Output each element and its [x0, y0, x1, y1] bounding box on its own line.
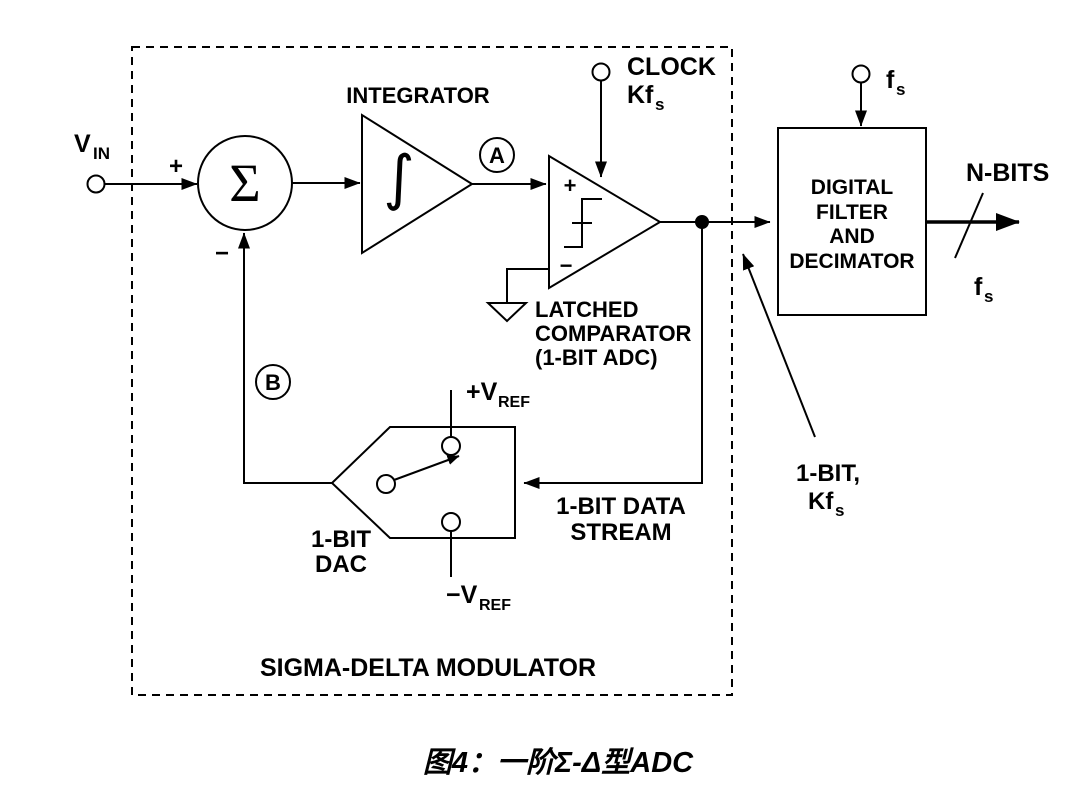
- node-b-badge: B: [255, 364, 291, 400]
- vin-terminal-icon: [86, 174, 106, 194]
- ground-icon: [485, 302, 529, 323]
- dac-shape: [330, 426, 516, 539]
- datastream-label-line2: STREAM: [570, 519, 671, 546]
- nbits-output: N-BITS f s: [926, 159, 1049, 306]
- bus-slash-icon: [954, 192, 984, 259]
- vref-neg-label: −V: [446, 581, 478, 609]
- dac-switch-bottom-contact: [441, 512, 461, 532]
- hysteresis-icon: [564, 198, 602, 248]
- dac-label-line1: 1-BIT: [311, 526, 371, 553]
- dac-block: +V REF −V REF 1-BIT DAC: [311, 378, 530, 614]
- modulator-boundary-box: [131, 46, 733, 696]
- summer-minus-sign: −: [215, 240, 229, 267]
- ground-line: [506, 268, 549, 302]
- annotation-pointer-arrow: [742, 253, 816, 438]
- node-a-letter: A: [489, 143, 505, 168]
- vin-label-subscript: IN: [93, 144, 110, 163]
- comparator-label-line2: COMPARATOR: [535, 321, 692, 346]
- node-a-badge: A: [479, 137, 515, 173]
- output-rate-label: f: [974, 273, 983, 301]
- clock-label: CLOCK: [627, 53, 716, 81]
- comparator-label-line3: (1-BIT ADC): [535, 345, 658, 370]
- fs-clock-label: f: [886, 66, 895, 94]
- vref-pos-label: +V: [466, 378, 498, 406]
- filter-box: [777, 127, 927, 316]
- digital-filter-block: f s DIGITAL FILTER AND DECIMATOR: [777, 64, 927, 316]
- annotation-line2-subscript: s: [835, 501, 844, 520]
- annotation-line2: Kf: [808, 488, 834, 515]
- clock-freq-subscript: s: [655, 95, 664, 114]
- dac-switch-top-contact: [441, 436, 461, 456]
- integrator-triangle: [361, 113, 474, 255]
- summing-junction: Σ −: [197, 135, 293, 267]
- bitrate-annotation: 1-BIT, Kf s: [742, 253, 860, 520]
- integral-icon: ∫: [383, 143, 414, 213]
- vref-neg-subscript: REF: [479, 597, 511, 614]
- datastream-caption: 1-BIT DATA STREAM: [556, 493, 686, 546]
- vin-input: V IN +: [74, 130, 198, 194]
- clock-terminal-icon: [591, 62, 611, 82]
- node-a-circle: [479, 137, 515, 173]
- datastream-label-line1: 1-BIT DATA: [556, 493, 686, 520]
- ground-connection: [485, 268, 549, 323]
- comparator-caption: LATCHED COMPARATOR (1-BIT ADC): [535, 297, 692, 370]
- fs-clock-subscript: s: [896, 80, 905, 99]
- datastream-feedback-line: [523, 222, 703, 489]
- integrator-label: INTEGRATOR: [346, 83, 490, 108]
- dac-label-line2: DAC: [315, 551, 367, 578]
- comparator-plus-sign: +: [564, 173, 577, 198]
- feedback-line-to-summer: [238, 232, 332, 484]
- filter-label-line3: AND: [829, 225, 875, 248]
- clock-input: CLOCK Kf s: [591, 53, 716, 178]
- dac-switch-pole-contact: [376, 474, 396, 494]
- summer-plus-sign: +: [169, 153, 183, 180]
- dac-switch-arm: [393, 455, 460, 481]
- filter-label-line1: DIGITAL: [811, 176, 894, 199]
- sigma-symbol: Σ: [229, 153, 260, 213]
- clock-freq-label: Kf: [627, 81, 654, 109]
- filter-label-line4: DECIMATOR: [789, 250, 914, 273]
- filter-label-line2: FILTER: [816, 201, 888, 224]
- modulator-boundary-label: SIGMA-DELTA MODULATOR: [260, 654, 596, 682]
- fs-terminal-icon: [851, 64, 871, 84]
- comparator-triangle: [548, 154, 662, 290]
- comparator-block: + −: [548, 154, 662, 290]
- vin-label: V: [74, 130, 91, 158]
- figure-caption: 图4：一阶Σ-Δ型ADC: [423, 746, 694, 779]
- comparator-label-line1: LATCHED: [535, 297, 638, 322]
- annotation-line1: 1-BIT,: [796, 460, 860, 487]
- node-b-circle: [255, 364, 291, 400]
- integrator-block: INTEGRATOR ∫: [346, 83, 490, 255]
- output-rate-subscript: s: [984, 287, 993, 306]
- comparator-minus-sign: −: [560, 253, 573, 278]
- nbits-label: N-BITS: [966, 159, 1049, 187]
- vref-pos-subscript: REF: [498, 394, 530, 411]
- node-b-letter: B: [265, 370, 281, 395]
